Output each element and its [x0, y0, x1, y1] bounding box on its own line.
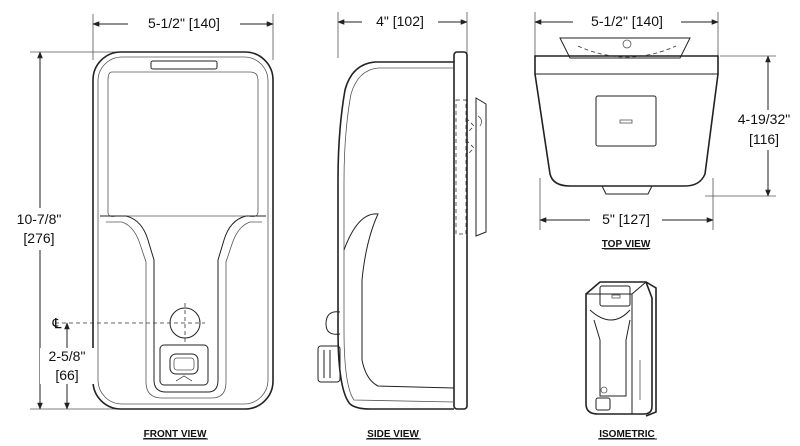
iso-sight-window: [599, 285, 631, 307]
front-button-height-label-inch: 2-5/8": [49, 348, 86, 364]
top-base-label: 5" [127]: [602, 211, 650, 227]
side-wall-bracket: [475, 97, 487, 237]
front-height-label-inch: 10-7/8": [17, 211, 62, 227]
top-backplate: [559, 37, 691, 59]
iso-housing: [585, 281, 653, 415]
front-push-button: [159, 344, 209, 386]
isometric-view: ISOMETRIC: [585, 281, 657, 440]
side-depth-label: 4" [102]: [376, 13, 424, 29]
front-top-slot: [150, 60, 218, 70]
iso-push-button: [595, 397, 611, 411]
top-housing: [534, 55, 719, 187]
top-view: 5-1/2" [140] 5" [127] 4-19/32" [116] TOP…: [534, 12, 796, 250]
top-depth-label-inch: 4-19/32": [738, 111, 790, 127]
side-nozzle: [317, 345, 341, 383]
front-view: 5-1/2" [140] 10-7/8" [276] ℄ 2-5/8" [66]: [5, 14, 274, 440]
top-sight-window: [595, 95, 657, 147]
top-depth-label-mm: [116]: [749, 131, 779, 147]
top-width-label: 5-1/2" [140]: [591, 13, 663, 29]
front-button-height-label-mm: [66]: [55, 367, 78, 383]
side-body-profile: [337, 61, 454, 410]
side-backplate: [453, 51, 468, 410]
front-view-caption: FRONT VIEW: [144, 429, 207, 440]
isometric-caption: ISOMETRIC: [599, 429, 655, 440]
centerline-symbol: ℄: [52, 315, 62, 331]
side-pump-button: [325, 311, 341, 335]
front-width-label: 5-1/2" [140]: [148, 15, 220, 31]
side-view-caption: SIDE VIEW: [367, 429, 419, 440]
iso-backplate: [645, 281, 657, 417]
front-lower-panel: [100, 215, 266, 393]
front-height-label-mm: [276]: [23, 230, 54, 246]
top-nozzle: [601, 185, 653, 195]
top-view-caption: TOP VIEW: [602, 239, 651, 250]
side-view: 4" [102] SIDE VIEW: [317, 12, 487, 440]
front-housing-outline: [92, 51, 274, 410]
